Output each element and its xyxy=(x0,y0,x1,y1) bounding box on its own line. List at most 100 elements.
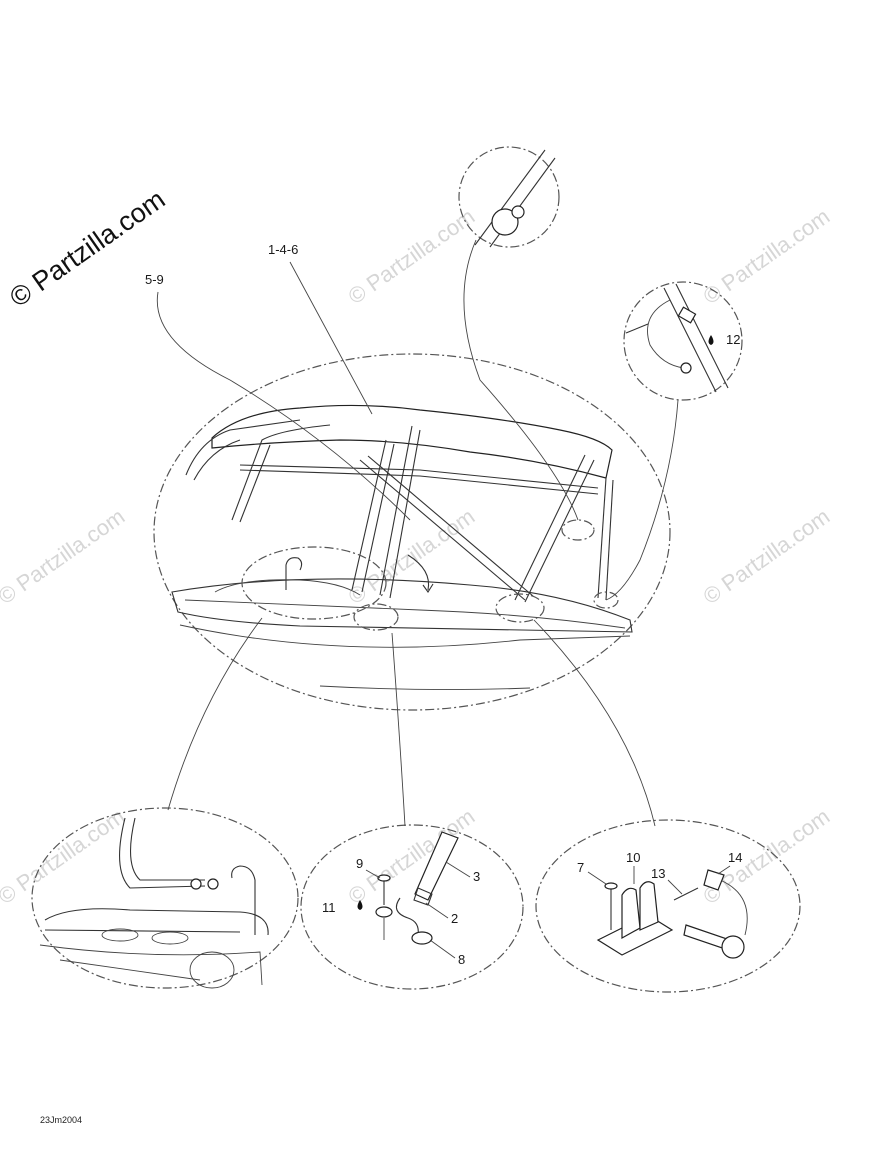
detail-circle-clamp xyxy=(458,146,560,248)
partzilla-watermark: © Partzilla.com xyxy=(4,184,170,313)
detail-ellipse-bottom-left xyxy=(31,807,299,989)
leader-5-9 xyxy=(156,291,411,521)
cup-holder xyxy=(101,928,139,942)
boat-hull xyxy=(171,578,633,633)
callout-2: 2 xyxy=(451,911,458,926)
watermark-text: © Partzilla.com xyxy=(0,504,129,610)
leader-3 xyxy=(445,861,471,878)
hitch-pin xyxy=(625,323,649,334)
detail-strap: 9 11 3 2 8 xyxy=(300,632,524,990)
detail-rail xyxy=(31,617,299,989)
hull-deck-line xyxy=(184,599,626,629)
bimini-canopy xyxy=(211,404,613,479)
detail-pin-lanyard: 12 xyxy=(605,281,743,601)
pin-bracket xyxy=(677,306,697,324)
frame-bow xyxy=(185,419,301,476)
cup-holder xyxy=(151,931,189,945)
callout-1-4-6: 1-4-6 xyxy=(268,242,298,257)
frame-strut xyxy=(524,459,595,603)
pin-clip xyxy=(680,362,692,374)
detail-ellipse-bottom-middle xyxy=(300,824,524,990)
detail-ellipse-strap xyxy=(353,603,399,631)
detail-ellipse-mount xyxy=(495,593,545,623)
clamp-knob xyxy=(511,205,525,219)
console-panel xyxy=(59,959,201,981)
leader-hinge xyxy=(533,619,656,827)
callout-12: 12 xyxy=(726,332,740,347)
detail-ellipse-rail xyxy=(241,546,387,620)
hinge-ear xyxy=(621,887,641,940)
callout-11: 11 xyxy=(322,900,336,915)
watermark-text: © Partzilla.com xyxy=(344,204,480,310)
leader-7 xyxy=(587,871,607,885)
callout-10: 10 xyxy=(626,850,640,865)
hinge-pin-ring xyxy=(721,935,745,959)
strut-tube xyxy=(474,149,546,246)
callout-5-9: 5-9 xyxy=(145,272,164,287)
loctite-drop-icon xyxy=(708,335,714,345)
callout-7: 7 xyxy=(577,860,584,875)
frame-brace xyxy=(367,455,534,597)
screw-head xyxy=(377,874,391,882)
frame-brace xyxy=(239,469,599,495)
fold-arrow xyxy=(407,554,430,591)
frame-strut xyxy=(351,439,387,591)
watermark-text: © Partzilla.com xyxy=(0,804,129,910)
frame-bow xyxy=(193,439,241,481)
seat-outline xyxy=(214,579,361,596)
callout-8: 8 xyxy=(458,952,465,967)
rail-tube xyxy=(119,817,206,889)
leader-9 xyxy=(365,869,381,879)
clamp-ring xyxy=(491,208,519,236)
frame-brace xyxy=(359,459,526,601)
strap-buckle xyxy=(413,887,433,906)
frame-bow xyxy=(239,444,271,523)
leader-1-4-6 xyxy=(289,261,373,415)
leader-8 xyxy=(429,939,456,959)
detail-hinge: 7 10 13 14 xyxy=(533,619,801,993)
detail-ellipse-pin xyxy=(593,591,619,609)
watermark-text: © Partzilla.com xyxy=(344,804,480,910)
frame-strut xyxy=(379,425,413,596)
frame-bow xyxy=(231,424,331,521)
detail-strut-clamp xyxy=(458,146,579,521)
detail-circle-pin xyxy=(623,281,743,401)
faucet-handle xyxy=(231,865,256,935)
frame-brace xyxy=(239,464,599,489)
fold-arrow-head xyxy=(422,583,434,593)
rail-fitting xyxy=(207,878,219,890)
strap xyxy=(414,831,459,901)
leader-clamp xyxy=(463,239,579,521)
watermark-text: © Partzilla.com xyxy=(699,804,835,910)
leader-2 xyxy=(425,902,449,919)
grab-handle xyxy=(285,557,303,590)
pin-lanyard xyxy=(719,879,748,936)
detail-ellipse-strut xyxy=(561,519,595,541)
tube-section xyxy=(663,287,717,393)
detail-ellipse-bottom-right xyxy=(535,819,801,993)
cotter-pin xyxy=(673,887,699,901)
lanyard xyxy=(647,299,685,369)
frame-strut xyxy=(597,477,607,599)
tube-section xyxy=(675,283,729,389)
rail-tube xyxy=(130,817,205,881)
leader-13 xyxy=(667,879,683,895)
callout-9: 9 xyxy=(356,856,363,871)
frame-strut xyxy=(605,479,614,601)
callout-14: 14 xyxy=(728,850,742,865)
screw-head xyxy=(604,882,618,890)
frame-strut xyxy=(514,454,586,601)
main-boat-view xyxy=(153,353,671,711)
drawing-code: 23Jm2004 xyxy=(40,1115,82,1125)
eye-washer xyxy=(411,931,433,945)
hull-lower-line xyxy=(319,685,531,691)
console-body xyxy=(39,944,263,986)
frame-strut xyxy=(389,429,421,599)
callout-3: 3 xyxy=(473,869,480,884)
watermark-text: © Partzilla.com xyxy=(699,204,835,310)
washer xyxy=(375,906,393,918)
leader-14 xyxy=(717,865,731,875)
leader-rail xyxy=(167,617,263,811)
rail-frame xyxy=(44,929,241,933)
